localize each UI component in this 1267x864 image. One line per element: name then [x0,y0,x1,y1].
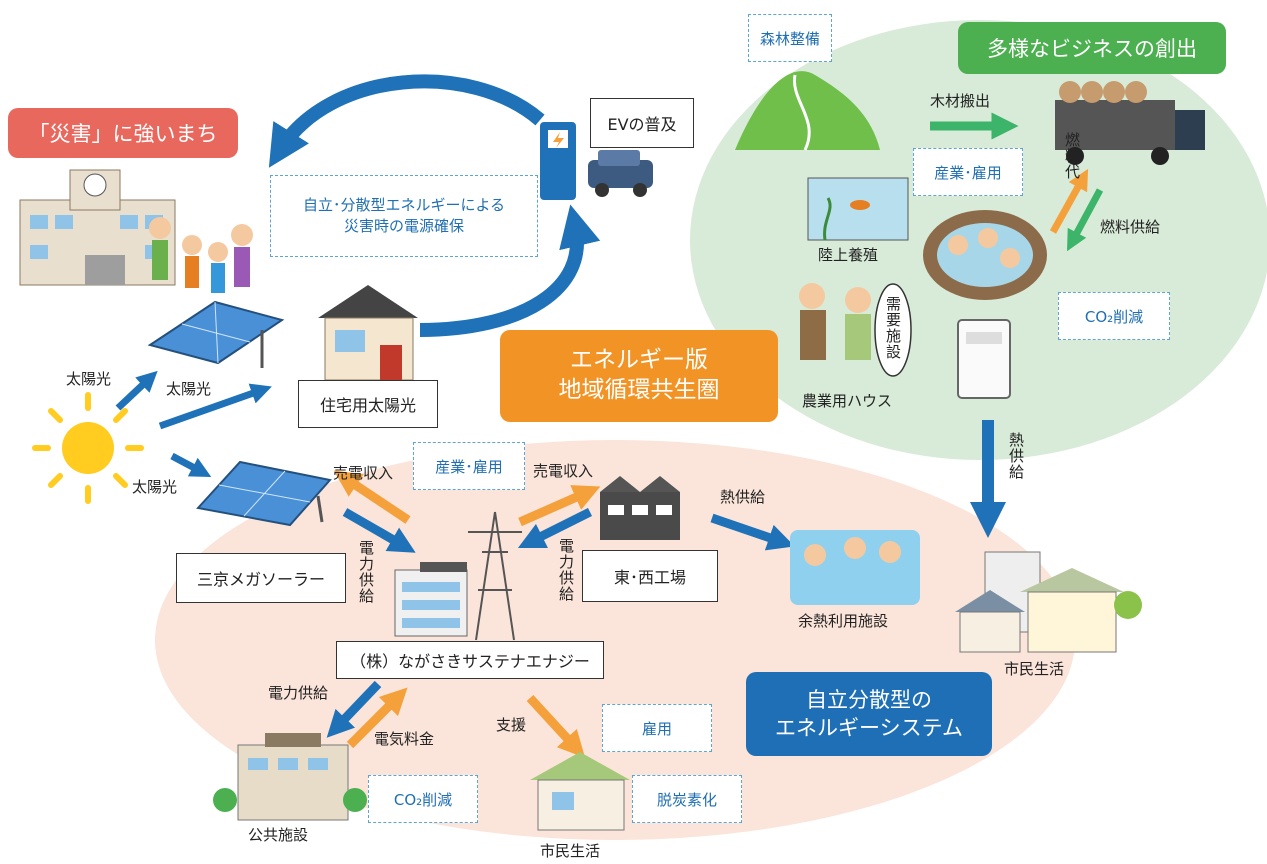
power-left-label: 電力供給 [357,540,375,604]
house-icon [318,285,418,381]
pylon-icon [468,511,522,641]
mega-solar-box: 三京メガソーラー [176,553,346,603]
company-box: （株）ながさきサステナエナジー [336,641,604,679]
farm-house-label: 農業用ハウス [802,392,893,410]
fuel-supply-arrow [1067,188,1104,252]
power-right-label: 電力供給 [557,538,575,602]
wood-label: 木材搬出 [930,92,991,110]
children-icon [149,217,253,293]
backup-note: 自立･分散型エネルギーによる 災害時の電源確保 [270,175,538,257]
farmers-icon [799,283,871,360]
swimming-pool-icon [790,530,920,605]
co2-green-note: CO₂削減 [1058,292,1170,340]
employment-note: 雇用 [602,704,712,752]
power-arrow-right [517,507,593,549]
sell-arrow-left [333,470,411,524]
boiler-icon [957,319,1011,399]
sell-right-label: 売電収入 [533,462,594,480]
citizen-house-bottom-icon [530,752,630,831]
solar-label-2: 太陽光 [166,380,212,398]
sun-arrow-1 [115,370,158,411]
waste-heat-label: 余熱利用施設 [798,612,889,630]
electricity-fee-label: 電気料金 [374,730,435,748]
public-facility-label: 公共施設 [248,826,309,844]
demand-bubble [874,283,912,377]
co2-pink-note: CO₂削減 [368,775,478,823]
heat-supply-arrow [710,513,795,551]
disaster-tag: 「災害」に強いまち [8,108,238,158]
ev-box: EVの普及 [590,98,694,148]
ev-car-icon [588,150,653,197]
factory-icon [600,476,680,540]
solar-label-1: 太陽光 [66,370,112,388]
industry-green-note: 産業･雇用 [913,148,1023,196]
sell-arrow-right [518,485,601,527]
aquaculture-label: 陸上養殖 [818,246,879,264]
company-building-icon [394,562,468,637]
sun-arrow-2 [158,383,272,430]
support-label: 支援 [496,716,527,734]
mountain-icon [735,71,880,151]
truck-icon [1055,81,1205,165]
heat-supply-label: 熱供給 [720,488,766,506]
house-solar-box: 住宅用太陽光 [298,380,438,428]
loop-arrow-top [268,74,545,168]
solar-label-3: 太陽光 [132,478,178,496]
power-supply-label: 電力供給 [268,684,329,702]
business-tag: 多様なビジネスの創出 [958,22,1226,74]
industry-pink-note: 産業･雇用 [413,442,525,490]
ev-charger-icon [540,122,576,200]
solar-panel-mega-icon [196,460,332,527]
fuel-cost-label: 燃料代 [1063,132,1081,180]
aquarium-icon [807,177,909,241]
forest-note: 森林整備 [748,14,832,62]
loop-arrow-bottom [419,204,601,337]
sell-left-label: 売電収入 [333,464,394,482]
citizen-houses-right-icon [955,551,1142,653]
citizen-right-label: 市民生活 [1004,660,1065,678]
fuel-supply-label: 燃料供給 [1100,218,1161,236]
heat-vertical-label: 熱供給 [1007,432,1025,480]
decarbon-note: 脱炭素化 [632,775,742,823]
demand-label: 需要施設 [884,296,902,360]
center-tag: エネルギー版 地域循環共生圏 [500,330,778,422]
support-arrow [526,694,586,758]
solar-panel-upper-icon [147,300,285,368]
sun-arrow-3 [170,452,212,477]
power-arrow-left [342,508,416,553]
power-arrow-public [326,680,382,738]
fee-arrow [346,687,408,749]
system-tag: 自立分散型の エネルギーシステム [746,672,992,756]
onsen-icon [923,210,1047,300]
factory-box: 東･西工場 [582,550,718,602]
sun-icon [32,392,144,504]
citizen-bottom-label: 市民生活 [540,842,601,860]
fuel-cost-arrow [1049,168,1089,234]
public-building-icon [213,733,367,821]
